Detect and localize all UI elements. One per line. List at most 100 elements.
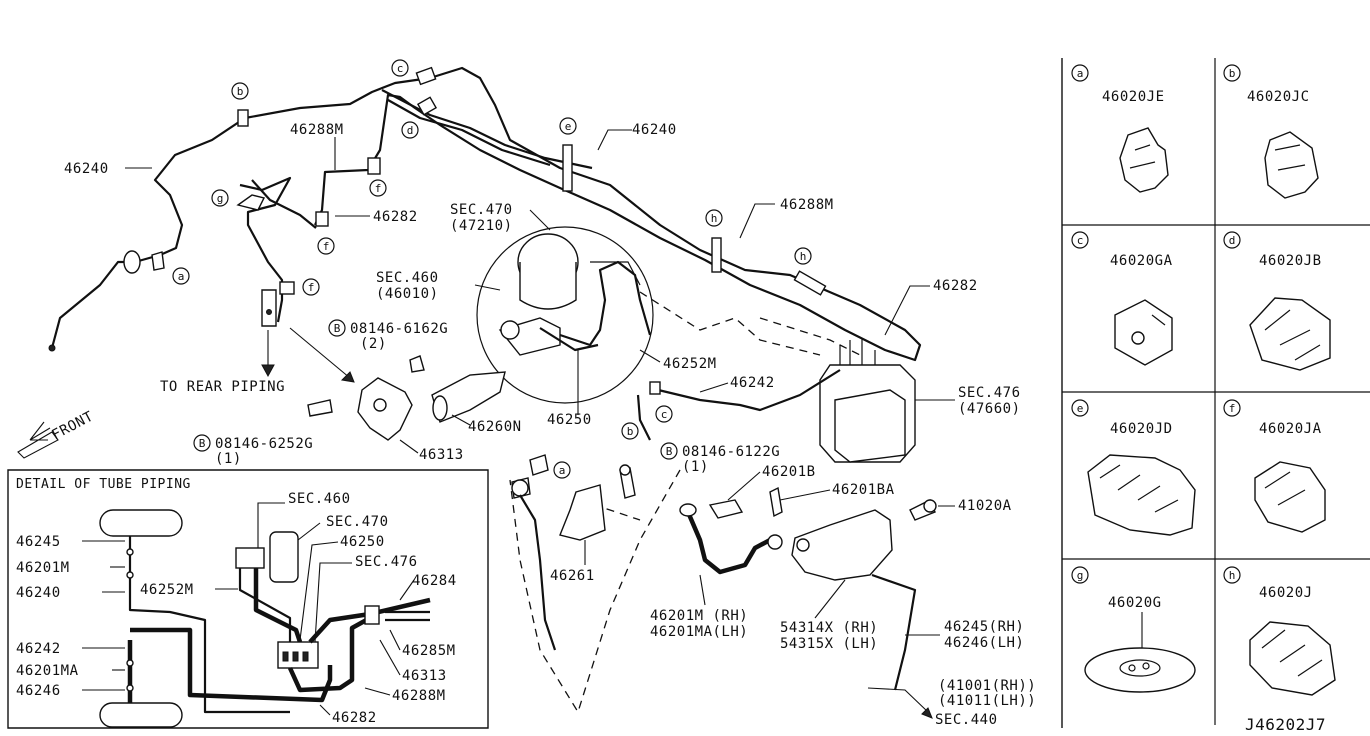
detail-tube-piping: DETAIL OF TUBE PIPING [7,469,489,729]
label-sec476-sub: (47660) [958,401,1021,417]
callout-g-1-text: g [217,192,224,205]
label-46261: 46261 [550,568,595,584]
label-bolt3-qty: (1) [682,459,709,475]
detail-46201m: 46201M [16,560,70,576]
label-46288m-top: 46288M [290,122,344,138]
callout-B-3 [660,442,678,460]
clip-b-part: 46020JC [1247,89,1310,105]
detail-46288m: 46288M [392,688,446,704]
label-sec470-sub: (47210) [450,218,513,234]
label-bolt1: 08146-6162G [350,321,448,337]
label-41020a: 41020A [958,498,1012,514]
part-labels: 46240 46288M 46282 SEC.470 (47210) SEC.4… [49,122,1326,734]
detail-sec476: SEC.476 [355,554,418,570]
detail-46313: 46313 [402,668,447,684]
clip-f: f 46020JA [1223,399,1326,533]
clip-a-part: 46020JE [1102,89,1165,105]
label-sec460-sub: (46010) [376,286,439,302]
clip-h: h 46020J [1223,566,1336,696]
clip-f-letter: f [1229,402,1236,415]
label-bolt1-qty: (2) [360,336,387,352]
label-46250: 46250 [547,412,592,428]
label-46282-top: 46282 [373,209,418,225]
callout-e-1 [559,117,577,135]
callout-B-2-text: B [199,437,206,450]
label-46313: 46313 [419,447,464,463]
callout-B-1-text: B [334,322,341,335]
detail-46242: 46242 [16,641,61,657]
callout-b-1-text: b [237,85,244,98]
detail-46250: 46250 [340,534,385,550]
label-46260n: 46260N [468,419,522,435]
callout-e-1-text: e [565,120,572,133]
callout-a-2 [553,461,571,479]
tube-clip-markers [236,66,827,296]
brake-booster-assembly [476,226,654,404]
clip-d-part: 46020JB [1259,253,1322,269]
detail-46284: 46284 [412,573,457,589]
detail-46285m: 46285M [402,643,456,659]
label-sec470: SEC.470 [450,202,513,218]
clip-a: a 46020JE [1071,64,1169,193]
label-shield1: 54314X (RH) [780,620,878,636]
callout-h-1-text: h [711,212,718,225]
clip-e-part: 46020JD [1110,421,1173,437]
label-hose2: 46201MA(LH) [650,624,748,640]
label-46252m: 46252M [663,356,717,372]
callout-B-2 [193,434,211,452]
caliper-hose-assembly [511,454,937,691]
detail-46245: 46245 [16,534,61,550]
detail-46282: 46282 [332,710,377,726]
clip-e: e 46020JD [1071,399,1196,536]
clip-c: c 46020GA [1071,231,1173,366]
callout-b-2 [621,422,639,440]
label-front: FRONT [49,408,96,443]
label-46282-right: 46282 [933,278,978,294]
callout-h-2-text: h [800,250,807,263]
callout-c-2 [655,405,673,423]
clip-b: b 46020JC [1223,64,1319,199]
callout-h-1 [705,209,723,227]
callout-circles: b c d f g f f a e h h B B c b B a [172,59,812,479]
sensor-dash-lines [509,291,861,714]
callout-b-1 [231,82,249,100]
detail-46252m: 46252M [140,582,194,598]
label-sec476: SEC.476 [958,385,1021,401]
clip-b-letter: b [1229,67,1236,80]
callout-a-1-text: a [178,270,185,283]
label-bolt2: 08146-6252G [215,436,313,452]
label-46240-left: 46240 [64,161,109,177]
arrows [17,327,933,719]
clip-a-letter: a [1077,67,1084,80]
detail-46246: 46246 [16,683,61,699]
callout-g-1 [211,189,229,207]
callout-d-1-text: d [407,124,414,137]
detail-46201ma: 46201MA [16,663,79,679]
clip-e-letter: e [1077,402,1084,415]
label-tube2: 46246(LH) [944,635,1024,651]
label-sec460: SEC.460 [376,270,439,286]
callout-c-1-text: c [397,62,404,75]
callout-f-3-text: f [308,281,315,294]
clip-d-letter: d [1229,234,1236,247]
label-diagram-id: J46202J7 [1245,715,1326,734]
callout-a-1 [172,267,190,285]
detail-title: DETAIL OF TUBE PIPING [16,477,191,492]
leader-lines [125,129,955,636]
label-hose1: 46201M (RH) [650,608,748,624]
label-caliper1: (41001(RH)) [938,678,1036,694]
label-46201ba: 46201BA [832,482,895,498]
label-caliper2: (41011(LH)) [938,693,1036,709]
clip-legend: a 46020JE b 46020JC c 46020GA d 46020JB [1061,58,1370,728]
callout-f-1-text: f [375,182,382,195]
clip-d: d 46020JB [1223,231,1331,371]
abs-actuator [636,338,916,463]
callout-f-2-text: f [323,240,330,253]
label-46288m-right: 46288M [780,197,834,213]
clip-g-letter: g [1077,569,1084,582]
detail-sec460: SEC.460 [288,491,351,507]
callout-a-2-text: a [559,464,566,477]
callout-c-2-text: c [661,408,668,421]
clip-g-part: 46020G [1108,595,1162,611]
